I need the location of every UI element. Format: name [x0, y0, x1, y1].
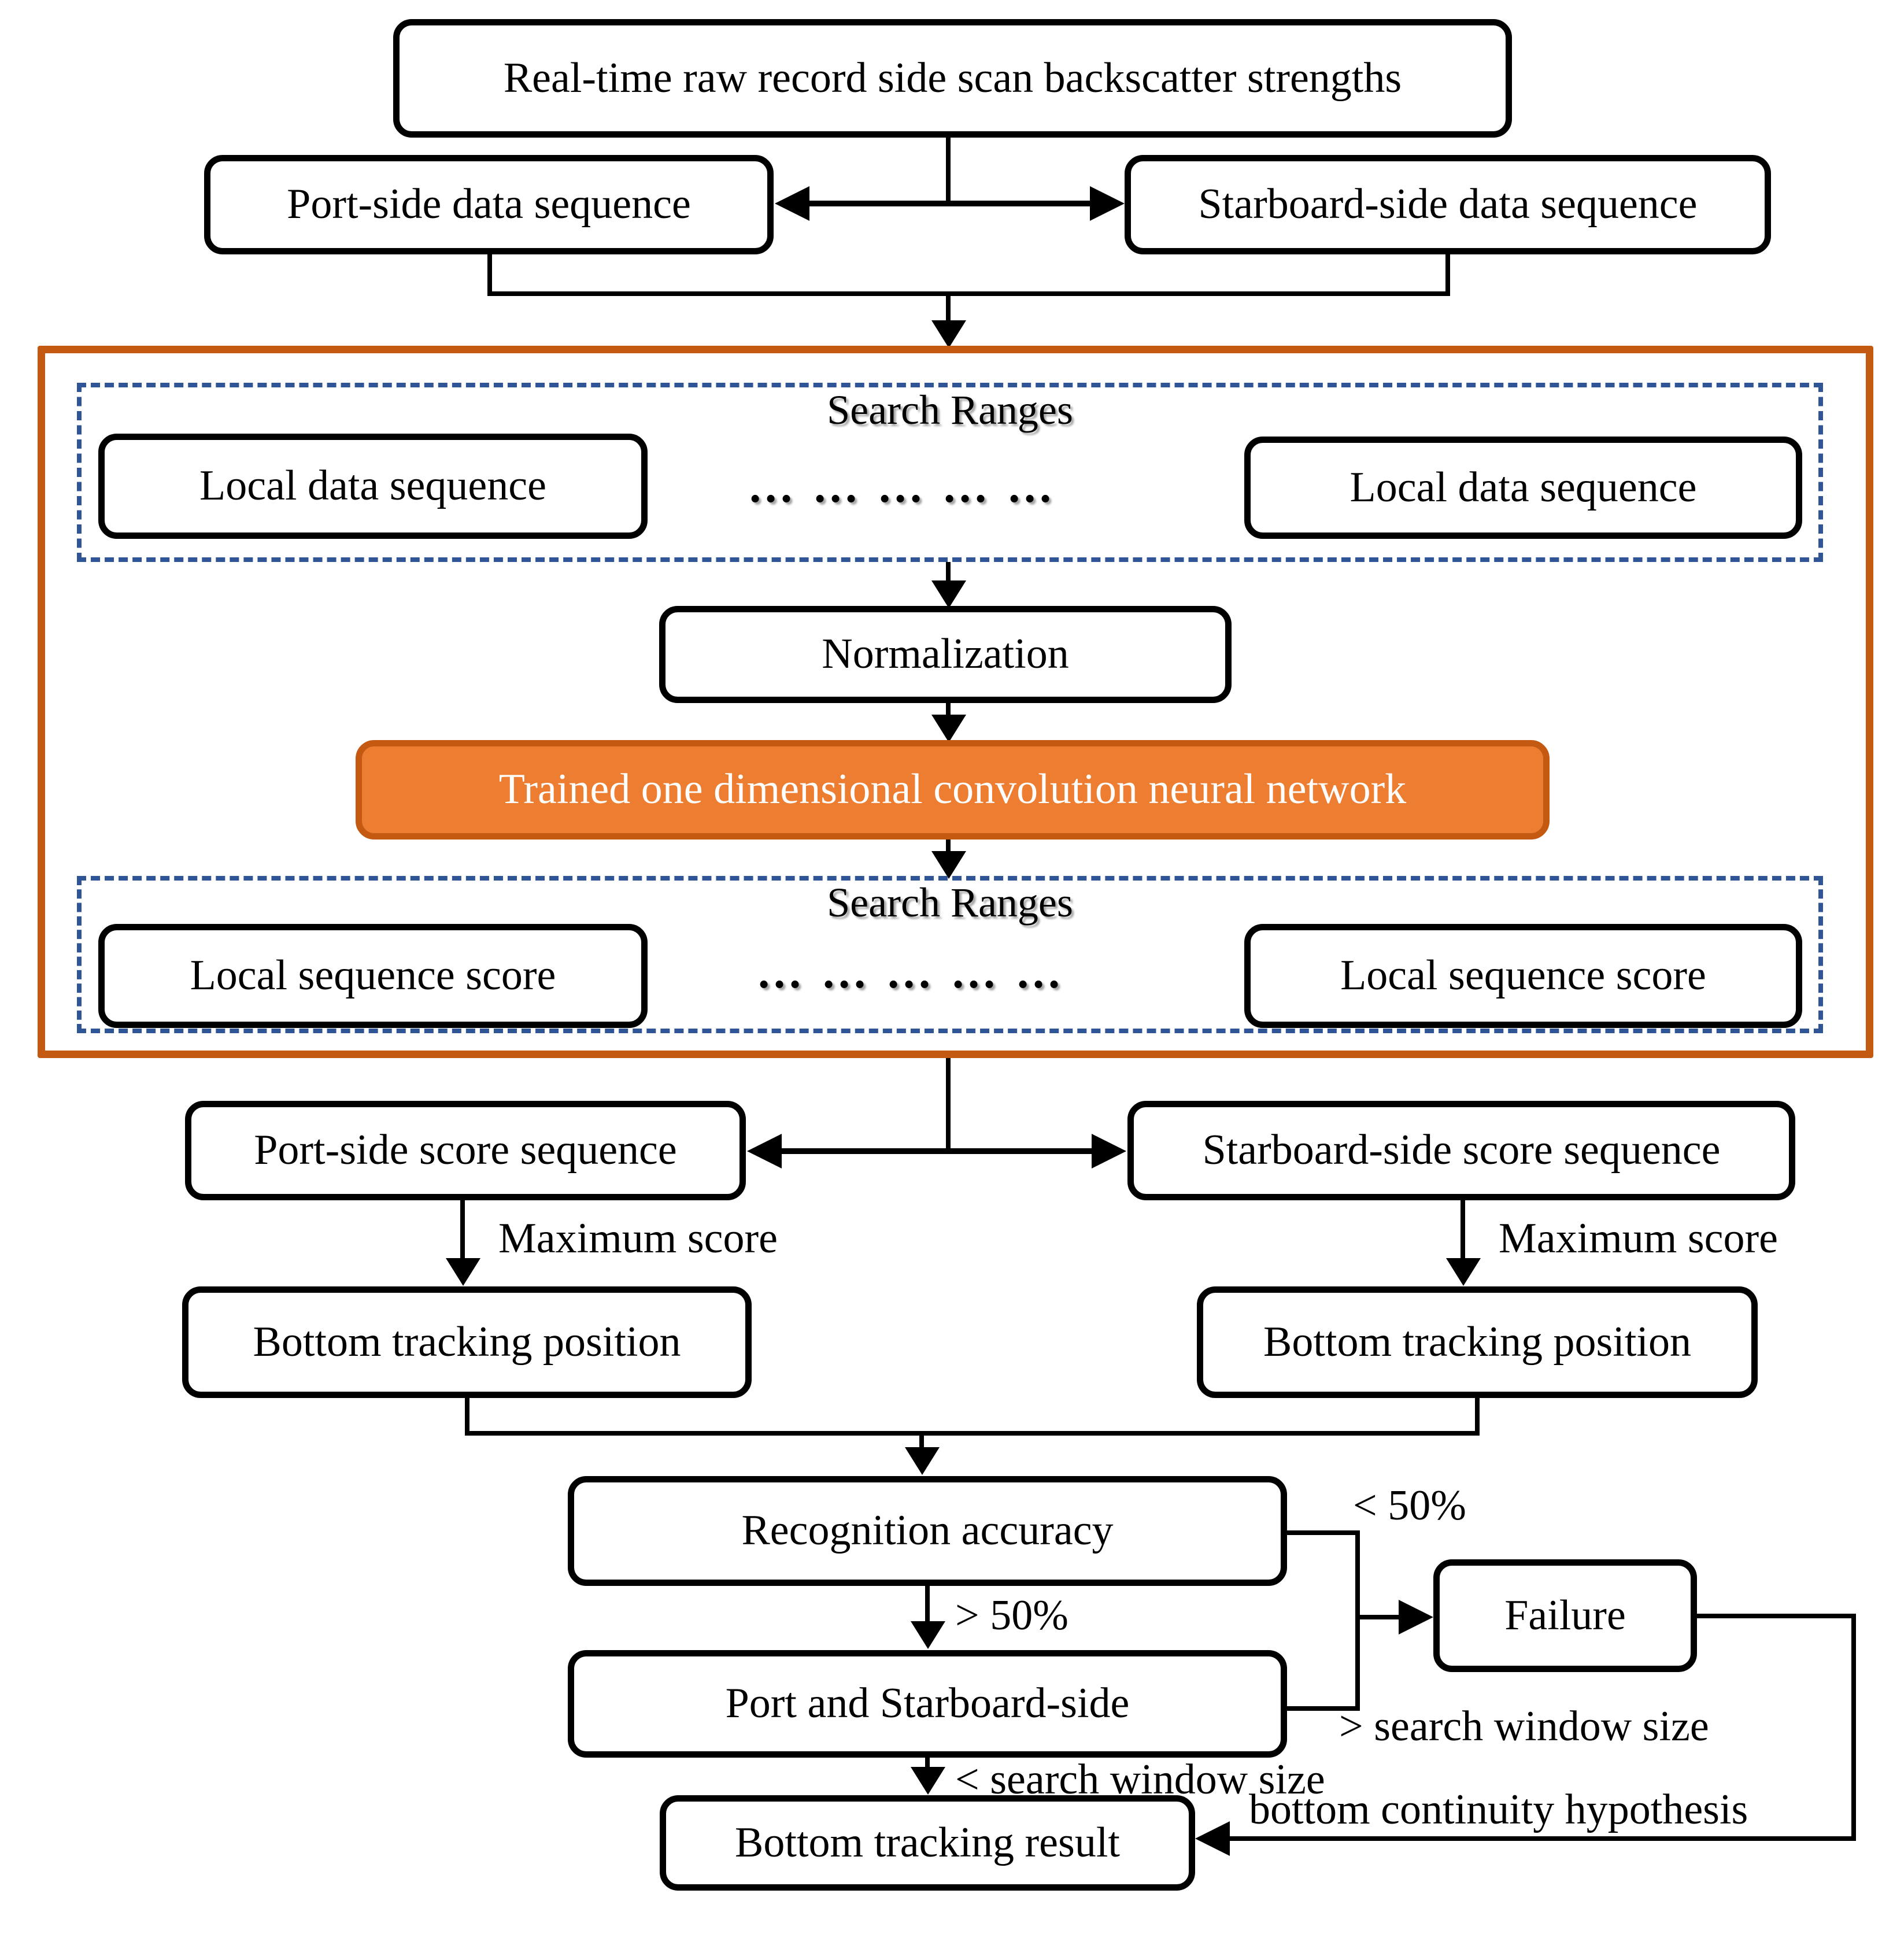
edge-label-maximum-score-right: Maximum score	[1499, 1215, 1778, 1262]
arrowhead-into-cnn	[931, 715, 966, 742]
arrowhead-into-btr-right	[1195, 1821, 1230, 1856]
node-port-side-data-sequence: Port-side data sequence	[204, 155, 774, 254]
arrowhead-into-starboard-data	[1090, 186, 1125, 221]
connector-split-horizontal	[804, 201, 1096, 206]
arrowhead-into-search-ranges-bottom	[931, 851, 966, 879]
connector-score-split-horizontal	[781, 1148, 1093, 1154]
arrowhead-into-normalization	[931, 580, 966, 608]
node-trained-cnn: Trained one dimensional convolution neur…	[356, 740, 1550, 840]
node-realtime-raw-record: Real-time raw record side scan backscatt…	[393, 19, 1512, 138]
node-starboard-side-data-sequence: Starboard-side data sequence	[1125, 155, 1771, 254]
connector-merge-top	[487, 291, 1450, 296]
connector-merge-to-recognition	[919, 1431, 924, 1452]
connector-recognition-right	[1287, 1530, 1360, 1535]
connector-container-to-score-split	[946, 1058, 951, 1151]
connector-port-score-down	[460, 1200, 465, 1262]
connector-failure-to-btr	[1229, 1836, 1856, 1841]
node-local-sequence-score-right: Local sequence score	[1244, 924, 1802, 1028]
arrowhead-into-btp-right	[1446, 1258, 1481, 1286]
node-normalization: Normalization	[659, 606, 1232, 703]
connector-into-failure	[1360, 1615, 1400, 1619]
node-bottom-tracking-result: Bottom tracking result	[660, 1795, 1195, 1891]
edge-label-maximum-score-left: Maximum score	[498, 1215, 778, 1262]
connector-merge-to-container	[946, 291, 951, 325]
node-port-and-starboard-side: Port and Starboard-side	[568, 1650, 1287, 1758]
node-bottom-tracking-position-right: Bottom tracking position	[1197, 1286, 1758, 1398]
connector-merge-bottom	[465, 1431, 1480, 1436]
node-failure: Failure	[1433, 1559, 1697, 1672]
connector-port-starboard-right	[1287, 1706, 1360, 1711]
node-port-side-score-sequence: Port-side score sequence	[185, 1101, 746, 1200]
connector-starboard-data-down	[1445, 253, 1450, 296]
connector-failure-right	[1697, 1614, 1856, 1618]
arrowhead-into-port-starboard	[911, 1621, 945, 1649]
connector-btp-left-down	[465, 1398, 469, 1436]
label-search-ranges-top: Search Ranges	[827, 387, 1073, 433]
connector-top-to-split	[946, 138, 951, 205]
node-starboard-side-score-sequence: Starboard-side score sequence	[1127, 1101, 1795, 1200]
node-recognition-accuracy: Recognition accuracy	[568, 1476, 1287, 1586]
arrowhead-into-btp-left	[446, 1258, 480, 1286]
edge-label-less-than-50: < 50%	[1353, 1482, 1466, 1529]
connector-starboard-score-down	[1461, 1200, 1465, 1262]
cnn-scoring-container	[38, 346, 1873, 1058]
search-ranges-top-group	[77, 383, 1823, 562]
connector-cnn-to-ranges	[946, 840, 951, 857]
arrowhead-into-recognition	[905, 1447, 940, 1475]
arrowhead-into-port-score	[747, 1134, 782, 1168]
arrowhead-into-port-data	[775, 186, 809, 221]
search-ranges-bottom-group	[77, 876, 1823, 1033]
node-bottom-tracking-position-left: Bottom tracking position	[182, 1286, 752, 1398]
arrowhead-into-container	[931, 320, 966, 348]
connector-port-data-down	[487, 253, 492, 296]
arrowhead-into-failure	[1399, 1600, 1433, 1634]
label-search-ranges-bottom: Search Ranges	[827, 879, 1073, 926]
edge-label-bottom-continuity-hypothesis: bottom continuity hypothesis	[1249, 1786, 1748, 1833]
connector-normalization-to-cnn	[946, 703, 951, 720]
connector-failure-branch-vertical	[1355, 1530, 1360, 1711]
arrowhead-into-starboard-score	[1092, 1134, 1126, 1168]
arrowhead-into-btr	[911, 1767, 945, 1795]
edge-label-less-than-search-window: < search window size	[955, 1756, 1325, 1803]
connector-recognition-down	[925, 1586, 930, 1625]
connector-failure-down	[1851, 1614, 1856, 1841]
label-ellipsis-bottom: … … … … …	[756, 947, 1065, 998]
edge-label-greater-than-50: > 50%	[955, 1592, 1068, 1639]
connector-ranges-to-normalization	[946, 562, 951, 585]
connector-btp-right-down	[1475, 1398, 1480, 1436]
node-local-data-sequence-left: Local data sequence	[98, 434, 648, 539]
node-local-sequence-score-left: Local sequence score	[98, 924, 648, 1028]
node-local-data-sequence-right: Local data sequence	[1244, 437, 1802, 539]
edge-label-greater-than-search-window: > search window size	[1339, 1703, 1709, 1750]
connector-port-starboard-down	[925, 1758, 930, 1772]
label-ellipsis-top: … … … … …	[748, 461, 1056, 512]
